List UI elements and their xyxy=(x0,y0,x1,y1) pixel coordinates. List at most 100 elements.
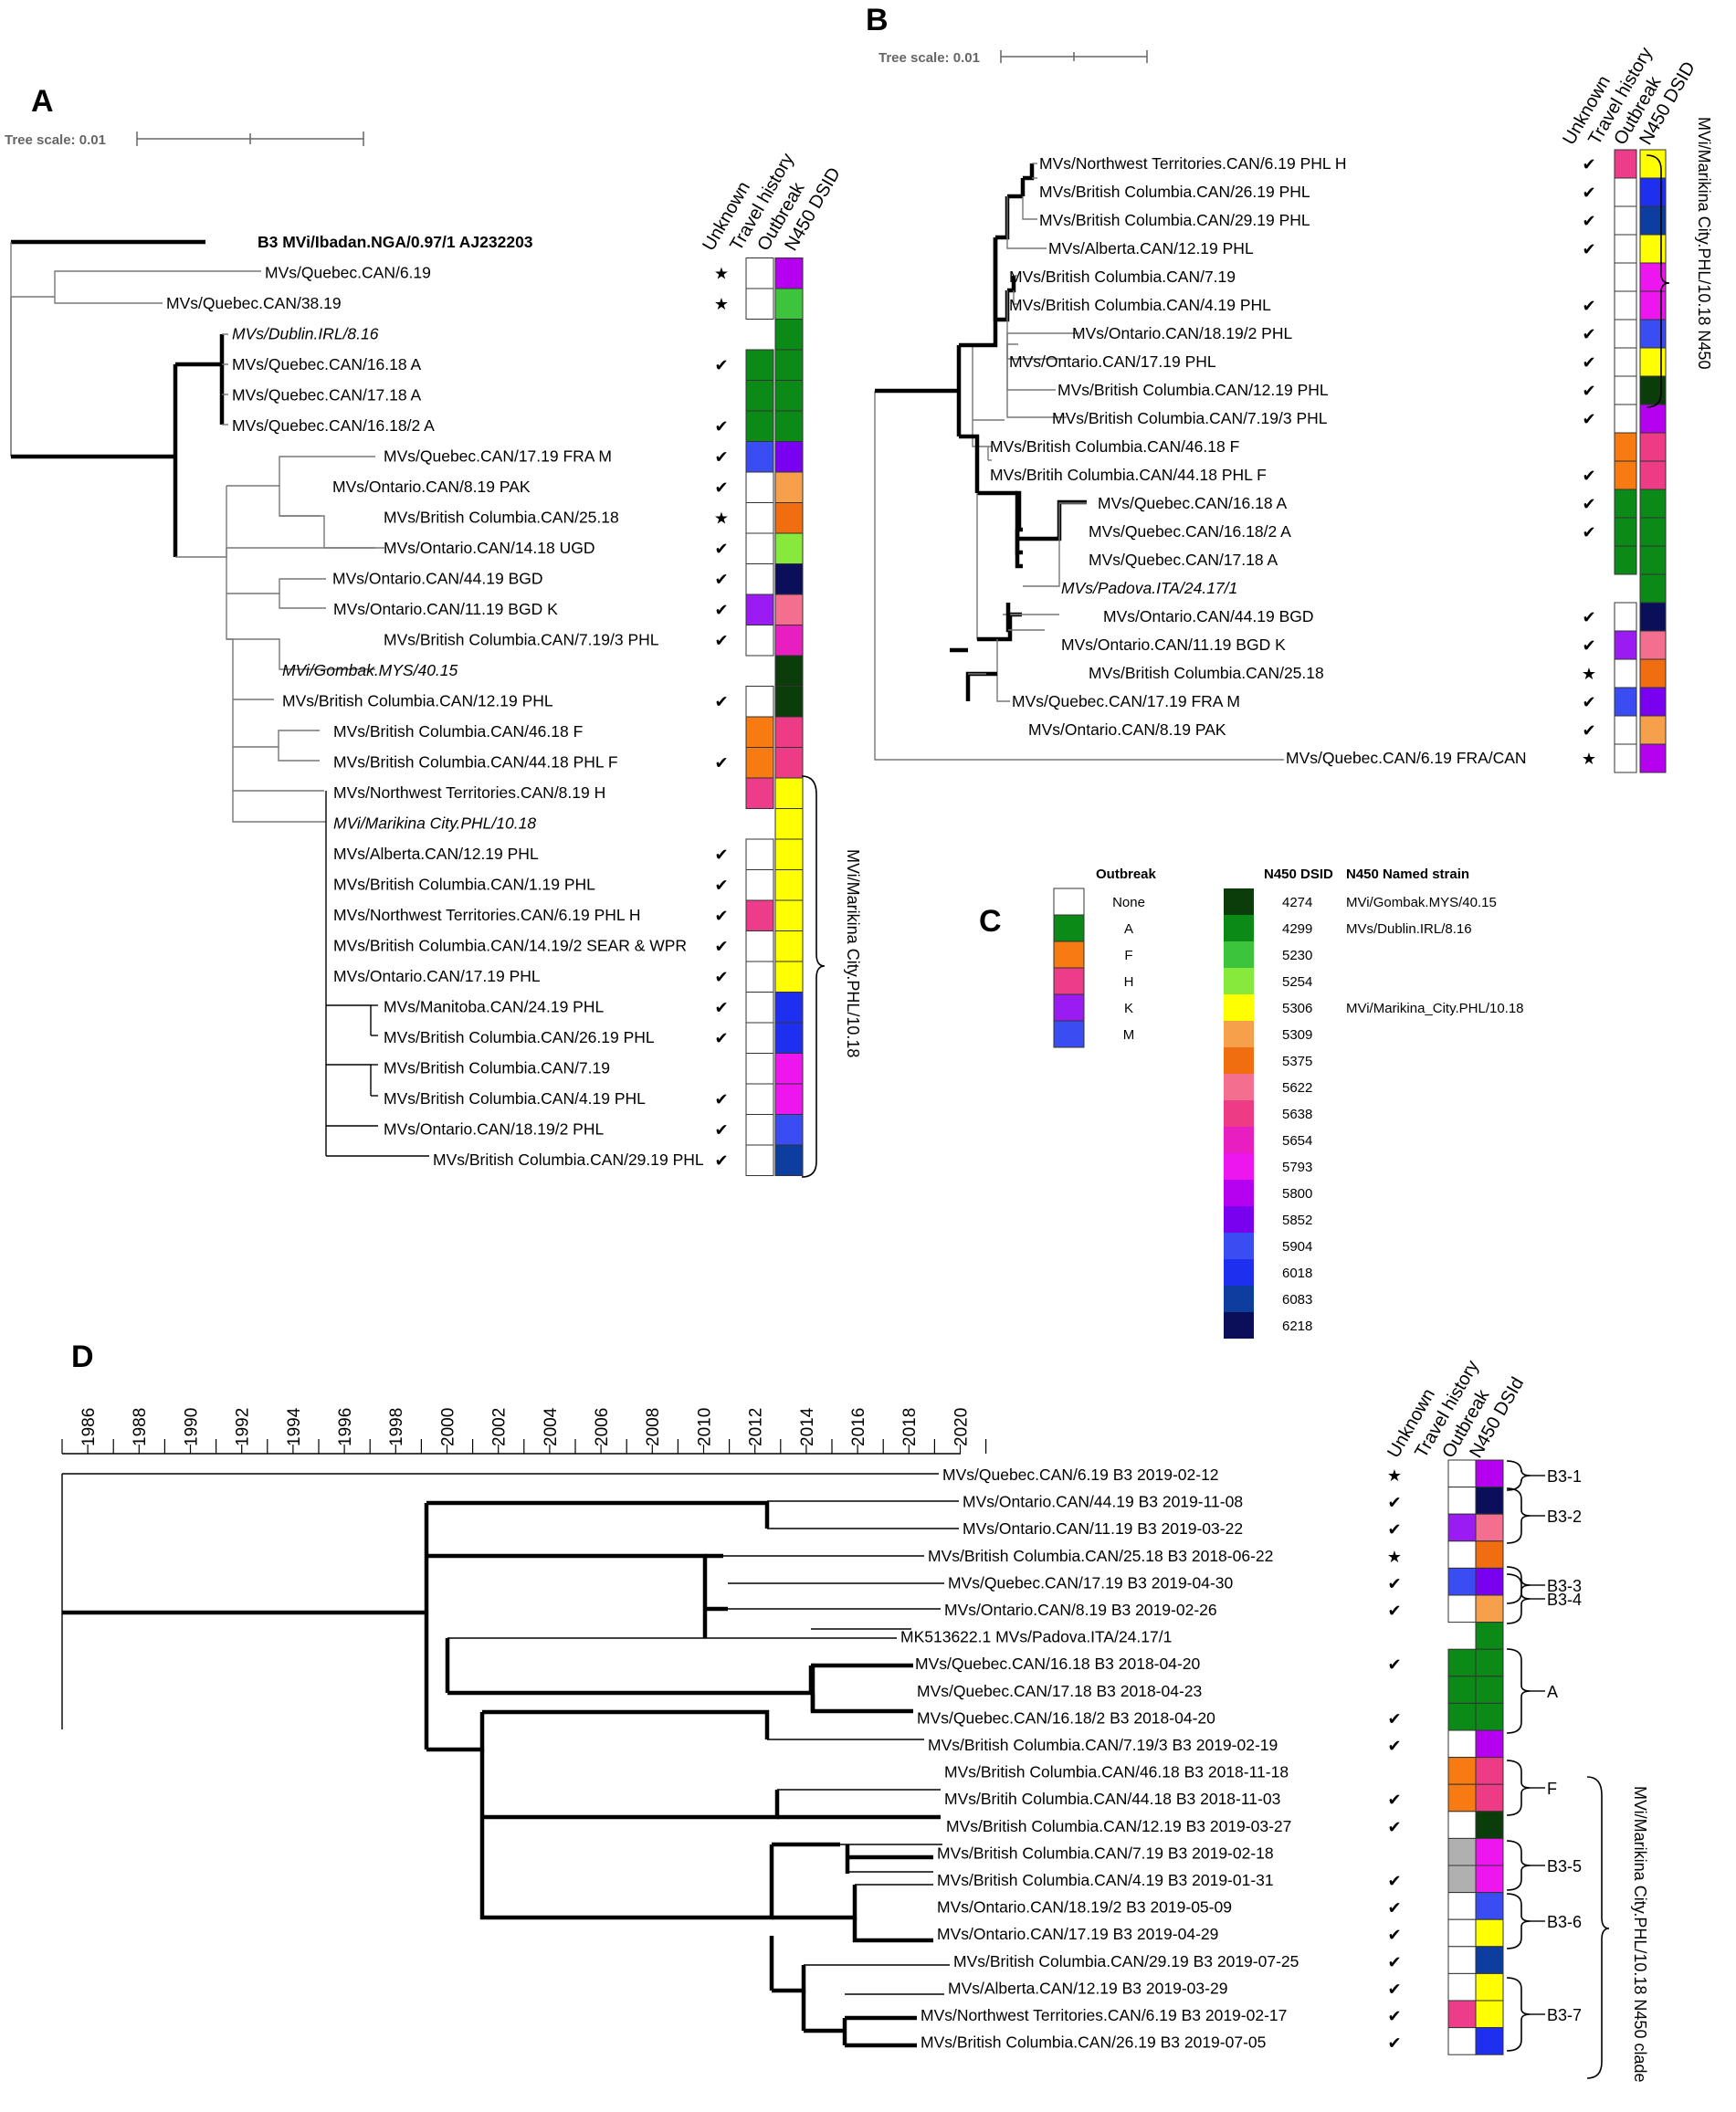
group-brace xyxy=(1506,1648,1531,1734)
panel-d-check-marker: ✔ xyxy=(1387,1818,1401,1836)
panel-d-outbreak-cell xyxy=(1447,1946,1477,1974)
panel-a-leaf-label: MVs/Northwest Territories.CAN/6.19 PHL H xyxy=(333,906,641,924)
panel-b-check-marker: ✔ xyxy=(1582,467,1595,485)
legend-dsid-swatch xyxy=(1224,968,1254,994)
panel-d-outbreak-cell xyxy=(1447,1972,1477,2002)
panel-a-check-marker: ✔ xyxy=(714,846,728,864)
panel-d-check-marker: ✔ xyxy=(1387,1494,1401,1512)
panel-a-outbreak-cell xyxy=(745,1053,774,1085)
legend-dsid-swatch xyxy=(1224,915,1254,941)
legend-dsid-label: 6083 xyxy=(1282,1292,1312,1308)
panel-b-leaf-label: MVs/Quebec.CAN/17.19 FRA M xyxy=(1012,692,1240,710)
panel-d-dsid-cell xyxy=(1475,1676,1504,1704)
time-axis-year: 2006 xyxy=(593,1408,612,1446)
panel-a-check-marker: ✔ xyxy=(714,632,728,650)
panel-a-leaf-label: MVs/Quebec.CAN/6.19 xyxy=(265,264,431,282)
panel-a-star-marker: ★ xyxy=(714,265,729,283)
group-brace xyxy=(1506,1760,1531,1816)
panel-a-leaf-label: MVs/British Columbia.CAN/26.19 PHL xyxy=(384,1028,655,1046)
panel-d-outbreak-cell xyxy=(1447,1513,1477,1542)
panel-d-outbreak-cell xyxy=(1447,1783,1477,1813)
panel-d-clade-brace xyxy=(1586,1776,1610,2079)
legend-dsid-label: 6018 xyxy=(1282,1266,1312,1281)
legend-dsid-swatch xyxy=(1224,1206,1254,1233)
panel-a-dsid-cell xyxy=(774,869,804,901)
group-label: B3-7 xyxy=(1547,2006,1582,2024)
panel-b-leaf-label: MVs/Quebec.CAN/6.19 FRA/CAN xyxy=(1286,749,1527,767)
group-brace xyxy=(1506,1487,1531,1544)
panel-d-leaf-label: MK513622.1 MVs/Padova.ITA/24.17/1 xyxy=(900,1628,1172,1646)
panel-b-check-marker: ✔ xyxy=(1582,353,1595,372)
legend-strain-header: N450 Named strain xyxy=(1346,867,1469,882)
panel-a-leaf-label: MVs/British Columbia.CAN/7.19 xyxy=(384,1059,610,1077)
panel-b-dsid-cell xyxy=(1639,743,1667,773)
panel-d-outbreak-cell xyxy=(1447,2000,1477,2029)
panel-b-check-marker: ✔ xyxy=(1582,325,1595,343)
panel-b-outbreak-cell xyxy=(1614,517,1637,547)
panel-d-check-marker: ✔ xyxy=(1387,1953,1401,1971)
group-label: B3-5 xyxy=(1547,1857,1582,1876)
panel-d-dsid-cell xyxy=(1475,1757,1504,1785)
panel-b-leaf-label: MVs/Padova.ITA/24.17/1 xyxy=(1061,579,1237,597)
panel-d-outbreak-cell xyxy=(1447,1837,1477,1866)
panel-a-leaf-label: MVs/Alberta.CAN/12.19 PHL xyxy=(333,845,539,863)
panel-a-leaf-label: MVs/British Columbia.CAN/25.18 xyxy=(384,509,619,527)
panel-a-tree xyxy=(10,239,429,1157)
panel-a-clade-label: MVi/Marikina City.PHL/10.18 xyxy=(844,849,862,1057)
panel-d-leaf-label: MVs/British Columbia.CAN/4.19 B3 2019-01… xyxy=(937,1871,1274,1889)
legend-outbreak-swatch xyxy=(1053,993,1085,1022)
panel-d-dsid-cell xyxy=(1475,1837,1504,1866)
panel-b-dsid-cell xyxy=(1639,715,1667,745)
panel-a-dsid-cell xyxy=(774,594,804,625)
panel-b-check-marker: ✔ xyxy=(1582,608,1595,626)
panel-a-outbreak-cell xyxy=(745,838,774,870)
panel-a-leaf-label: MVs/Quebec.CAN/16.18 A xyxy=(232,355,422,373)
panel-b-check-marker: ✔ xyxy=(1582,240,1595,258)
panel-b-outbreak-cell xyxy=(1614,177,1637,207)
panel-b-dsid-cell xyxy=(1639,489,1667,519)
panel-d-dsid-cell xyxy=(1475,1729,1504,1759)
panel-b-clade-label: MVi/Marikina City.PHL/10.18 N450 xyxy=(1695,117,1713,369)
panel-a-check-marker: ✔ xyxy=(714,478,728,497)
panel-d-outbreak-cell xyxy=(1447,1487,1477,1515)
panel-a-clade-brace xyxy=(801,775,826,1178)
panel-a-dsid-cell xyxy=(774,1022,804,1054)
panel-d-tree xyxy=(61,1473,959,2048)
panel-a-outbreak-cell xyxy=(745,1022,774,1054)
legend-dsid-swatch xyxy=(1224,1153,1254,1180)
panel-a-dsid-cell xyxy=(774,625,804,657)
panel-d-check-marker: ✔ xyxy=(1387,1737,1401,1755)
group-label: B3-2 xyxy=(1547,1508,1582,1526)
panel-a-scale-bar xyxy=(136,131,364,146)
panel-d-check-marker: ✔ xyxy=(1387,1574,1401,1592)
legend-dsid-swatch xyxy=(1224,1021,1254,1047)
panel-b-leaf-label: MVs/Ontario.CAN/18.19/2 PHL xyxy=(1072,324,1292,342)
panel-a-letter: A xyxy=(31,84,54,119)
legend-outbreak-swatch xyxy=(1053,1020,1085,1048)
panel-a-check-marker: ✔ xyxy=(714,907,728,925)
group-brace xyxy=(1506,1893,1531,1949)
legend-dsid-label: 4274 xyxy=(1282,895,1312,910)
panel-a-leaf-label: MVs/Quebec.CAN/17.18 A xyxy=(232,386,422,405)
panel-b-tree xyxy=(874,163,1284,761)
panel-d-outbreak-cell xyxy=(1447,1648,1477,1677)
panel-a-leaf-label: MVs/British Columbia.CAN/46.18 F xyxy=(333,722,583,741)
legend-outbreak-swatch xyxy=(1053,967,1085,995)
panel-d-outbreak-cell xyxy=(1447,1702,1477,1731)
panel-b-outbreak-cell xyxy=(1614,347,1637,377)
panel-a-leaf-label: MVs/British Columbia.CAN/44.18 PHL F xyxy=(333,753,618,772)
panel-b-outbreak-cell xyxy=(1614,290,1637,320)
panel-b-leaf-label: MVs/Quebec.CAN/16.18/2 A xyxy=(1089,522,1291,541)
panel-b-outbreak-cell xyxy=(1614,319,1637,349)
panel-b-leaf-label: MVs/Alberta.CAN/12.19 PHL xyxy=(1048,239,1254,257)
panel-a-star-marker: ★ xyxy=(714,295,729,313)
panel-a-check-marker: ✔ xyxy=(714,968,728,986)
panel-a-dsid-cell xyxy=(774,563,804,595)
panel-d-leaf-label: MVs/British Columbia.CAN/7.19 B3 2019-02… xyxy=(937,1844,1274,1862)
panel-d-outbreak-cell xyxy=(1447,1459,1477,1488)
panel-b-check-marker: ✔ xyxy=(1582,636,1595,655)
panel-a-check-marker: ✔ xyxy=(714,999,728,1017)
legend-dsid-label: 5654 xyxy=(1282,1133,1312,1149)
legend-outbreak-label: None xyxy=(1112,895,1145,910)
